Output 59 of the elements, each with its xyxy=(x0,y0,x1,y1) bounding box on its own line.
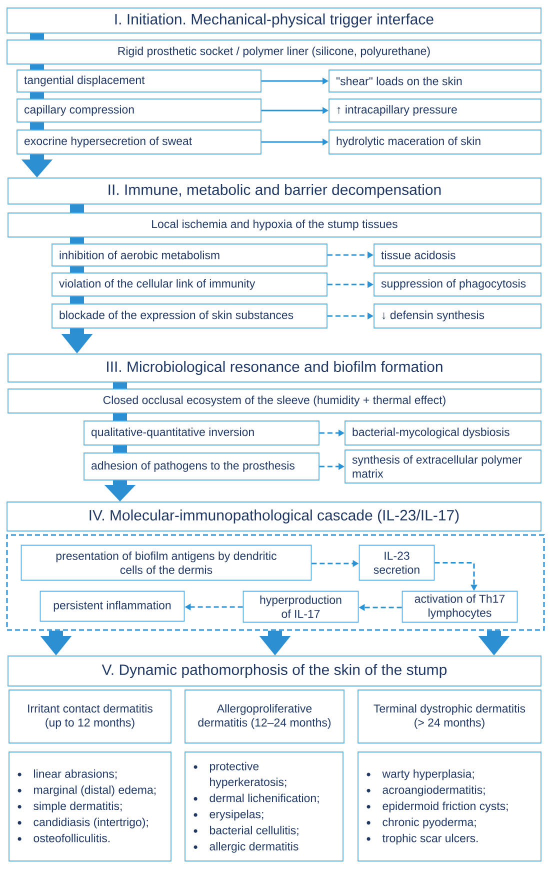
list-item: candidiasis (intertrigo); xyxy=(34,818,148,828)
process-box: synthesis of extracellular polymer matrix xyxy=(344,450,542,484)
connector-bar xyxy=(30,64,44,70)
dashed-frame xyxy=(6,534,545,631)
process-box: Rigid prosthetic socket / polymer liner (silicone, polyurethane) xyxy=(6,40,542,64)
process-box: ↑ intracapillary pressure xyxy=(328,98,542,122)
connector-bar xyxy=(30,122,44,130)
process-box: Terminal dystrophic dermatitis (> 24 months) xyxy=(358,690,542,744)
process-box: persistent inflammation xyxy=(40,590,185,622)
process-box: activation of Th17 lymphocytes xyxy=(402,590,518,623)
list-item: marginal (distal) edema; xyxy=(34,786,156,796)
process-box: blockade of the expression of skin substances xyxy=(52,304,328,328)
connector-bar xyxy=(30,92,44,99)
list-item: acroangiodermatitis; xyxy=(382,786,485,796)
process-box: ↓ defensin synthesis xyxy=(374,304,542,328)
process-box: tissue acidosis xyxy=(374,244,542,266)
process-box: Irritant contact dermatitis (up to 12 months) xyxy=(8,690,172,744)
process-box: bacterial-mycological dysbiosis xyxy=(344,420,542,446)
connector-bar xyxy=(70,237,84,244)
process-box: suppression of phagocytosis xyxy=(374,272,542,296)
connector-bar xyxy=(30,33,44,40)
connector-bar xyxy=(113,413,127,421)
list-item: bacterial cellulitis; xyxy=(210,826,298,836)
process-box: inhibition of aerobic metabolism xyxy=(52,244,328,266)
list-item: dermal lichenification; xyxy=(210,794,319,804)
process-box: Allergoproliferative dermatitis (12–24 months) xyxy=(184,690,344,744)
process-box: violation of the cellular link of immunity xyxy=(52,272,328,296)
list-item: warty hyperplasia; xyxy=(382,769,474,780)
process-box: adhesion of pathogens to the prosthesis xyxy=(84,452,320,480)
connector-bar xyxy=(70,204,84,213)
list-item: simple dermatitis; xyxy=(34,802,122,812)
process-box: presentation of biofilm antigens by dendritic cells of the dermis xyxy=(20,544,312,581)
list-item: linear abrasions; xyxy=(34,769,117,780)
section-header: II. Immune, metabolic and barrier decompensation xyxy=(8,178,542,204)
list-item: trophic scar ulcers. xyxy=(382,834,478,845)
process-box: hydrolytic maceration of skin xyxy=(328,130,542,154)
process-box: capillary compression xyxy=(16,98,262,122)
connector-bar xyxy=(70,296,84,304)
list-item: protective hyperkeratosis; xyxy=(210,762,286,788)
process-box: qualitative-quantitative inversion xyxy=(84,420,320,446)
connector-bar xyxy=(113,445,127,453)
list-item: erysipelas; xyxy=(210,810,264,821)
list-item: chronic pyoderma; xyxy=(382,818,476,828)
process-box: hyperproduction of IL-17 xyxy=(242,590,359,623)
process-box: Closed occlusal ecosystem of the sleeve (humidity + thermal effect) xyxy=(8,388,542,414)
section-header: IV. Molecular-immunopathological cascade (IL-23/IL-17) xyxy=(6,502,542,532)
list-item: epidermoid friction cysts; xyxy=(382,802,508,812)
process-box: exocrine hypersecretion of sweat xyxy=(16,130,262,154)
section-header: III. Microbiological resonance and biofilm formation xyxy=(8,354,542,382)
process-box: Local ischemia and hypoxia of the stump tissues xyxy=(8,212,542,238)
process-box: "shear" loads on the skin xyxy=(328,70,542,92)
section-header: V. Dynamic pathomorphosis of the skin of the stump xyxy=(8,656,542,686)
list-item: allergic dermatitis xyxy=(210,842,298,853)
process-box: IL-23 secretion xyxy=(358,544,435,581)
section-header: I. Initiation. Mechanical-physical trigger interface xyxy=(6,8,542,34)
connector-bar xyxy=(70,266,84,273)
connector-bar xyxy=(113,382,127,389)
process-box: tangential displacement xyxy=(16,70,262,92)
list-item: osteofolliculitis. xyxy=(34,834,110,842)
